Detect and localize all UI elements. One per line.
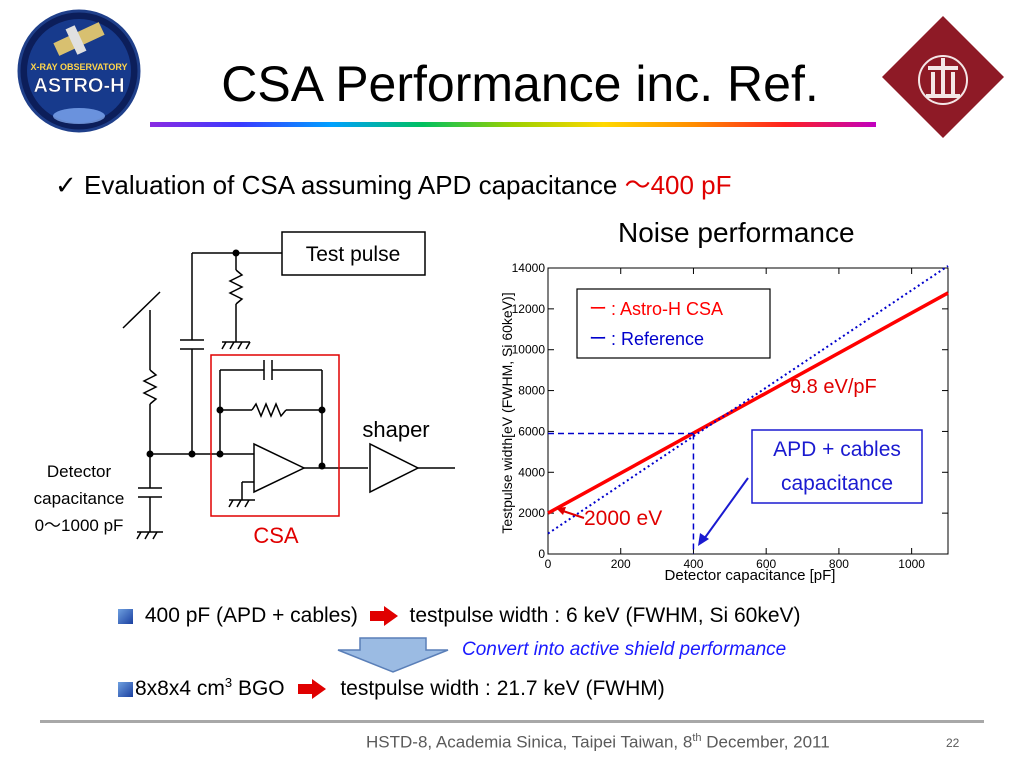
logo-caption-main: ASTRO-H <box>33 75 124 97</box>
result-row-2: 8x8x4 cm3 BGO testpulse width : 21.7 keV… <box>118 669 665 703</box>
legend-box <box>576 288 771 359</box>
series-layer <box>547 265 949 535</box>
reference-guides <box>548 432 695 554</box>
x-axis-label: Detector capacitance [pF] <box>665 567 836 584</box>
result-row-1: 400 pF (APD + cables) testpulse width : … <box>118 602 801 630</box>
convert-text: Convert into active shield performance <box>462 639 787 660</box>
y-tick-label: 2000 <box>518 506 545 520</box>
test-pulse-box <box>281 231 426 276</box>
page-number: 22 <box>946 736 960 750</box>
bullet-square-icon <box>118 681 133 697</box>
x-tick-label: 0 <box>545 557 552 571</box>
apd-annotation-box <box>751 429 923 504</box>
legend-label-reference: : Reference <box>611 329 704 349</box>
x-tick-label: 400 <box>683 557 703 571</box>
row2-prefix: 8x8x4 cm <box>135 677 225 700</box>
y-axis-label: Testpulse width[eV (FWHM, Si 60keV)] <box>499 292 515 533</box>
x-tick-label: 600 <box>756 557 776 571</box>
astro-h-logo: X-RAY OBSERVATORY ASTRO-H <box>17 9 141 133</box>
x-tick-label: 200 <box>611 557 631 571</box>
bullet-square-icon <box>118 608 133 624</box>
detector-label-line1: Detector <box>47 462 112 481</box>
row1-text: 400 pF (APD + cables) <box>144 604 358 627</box>
legend-label-csa: : Astro-H CSA <box>611 299 723 319</box>
bullet-text: Evaluation of CSA assuming APD capacitan… <box>84 170 625 200</box>
bullet-capacitance-value: ～400 pF <box>624 170 732 200</box>
row2-suffix: BGO <box>232 677 285 700</box>
footer-divider <box>40 720 984 723</box>
row1-result: testpulse width : 6 keV (FWHM, Si 60keV) <box>409 604 801 627</box>
y-tick-label: 4000 <box>518 465 545 479</box>
footer-text: HSTD-8, Academia Sinica, Taipei Taiwan, … <box>366 732 830 753</box>
y-tick-label: 0 <box>538 547 545 561</box>
red-arrow-icon <box>298 679 327 700</box>
y-tick-label: 14000 <box>512 261 546 275</box>
x-axis-ticks: 0 200 400 600 800 1000 <box>545 268 925 571</box>
shaper-label: shaper <box>362 417 429 442</box>
y-tick-label: 8000 <box>518 384 545 398</box>
red-arrow-icon <box>369 606 398 627</box>
footer-text-main: HSTD-8, Academia Sinica, Taipei Taiwan, … <box>366 732 693 752</box>
row2-superscript: 3 <box>224 675 233 690</box>
series-line-0 <box>547 291 949 515</box>
legend-marker-reference: ー <box>589 329 607 349</box>
intercept-arrowhead <box>556 507 566 515</box>
csa-label: CSA <box>253 523 299 548</box>
y-tick-label: 12000 <box>512 302 546 316</box>
detector-label-line2: capacitance <box>34 489 125 508</box>
x-tick-label: 1000 <box>898 557 925 571</box>
legend-marker-csa: ー <box>589 299 607 319</box>
csa-box <box>210 354 340 517</box>
university-logo <box>882 16 1004 138</box>
apd-annotation-line1: APD + cables <box>773 438 901 461</box>
y-tick-label: 10000 <box>512 343 546 357</box>
footer-text-date: December, 2011 <box>701 732 830 752</box>
noise-performance-chart: 0 2000 4000 6000 8000 10000 12000 14000 0 200 400… <box>499 261 949 584</box>
checkmark-icon: ✓ <box>55 170 77 200</box>
x-tick-label: 800 <box>829 557 849 571</box>
slide-title: CSA Performance inc. Ref. <box>221 56 819 112</box>
y-axis-ticks: 0 2000 4000 6000 8000 10000 12000 14000 <box>512 261 948 561</box>
main-bullet: ✓ Evaluation of CSA assuming APD capacit… <box>55 168 732 202</box>
test-pulse-label: Test pulse <box>306 243 401 266</box>
chart-title: Noise performance <box>618 217 855 248</box>
apd-arrowhead <box>698 533 709 546</box>
detector-label-line3: 0～1000 pF <box>35 516 124 535</box>
row2-result: testpulse width : 21.7 keV (FWHM) <box>340 677 665 700</box>
logo-caption-top: X-RAY OBSERVATORY <box>30 62 127 72</box>
y-tick-label: 6000 <box>518 424 545 438</box>
footer-superscript: th <box>692 732 702 744</box>
csa-circuit-diagram: Test pulse shaper CSA Detector capacitan… <box>34 231 455 548</box>
series-line-1 <box>547 265 949 535</box>
slope-annotation: 9.8 eV/pF <box>790 376 877 398</box>
apd-annotation-line2: capacitance <box>781 472 893 495</box>
intercept-annotation: 2000 eV <box>584 507 662 530</box>
convert-down-arrow-icon <box>337 637 449 673</box>
apd-arrow <box>703 477 749 540</box>
title-rainbow-divider <box>150 122 876 127</box>
